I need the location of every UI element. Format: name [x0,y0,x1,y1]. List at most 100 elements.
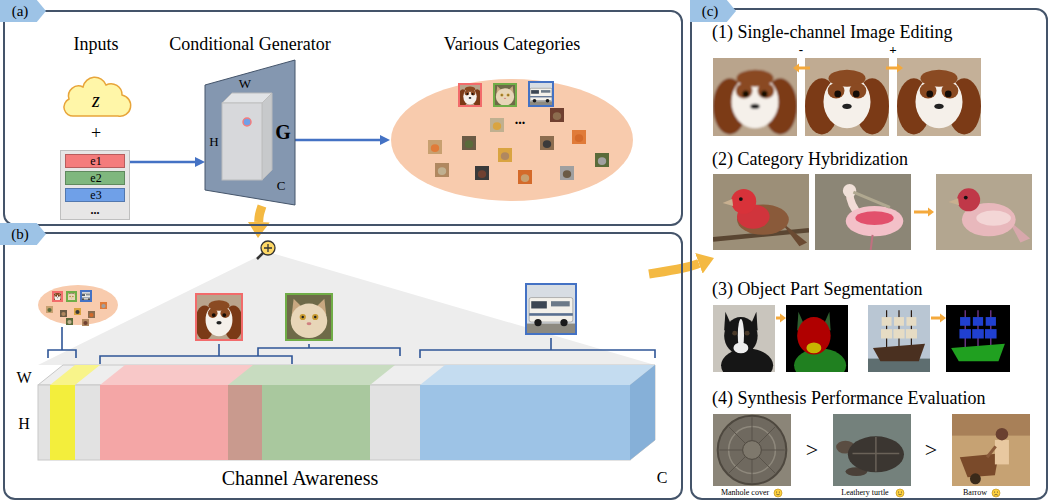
illustration-part [521,174,529,182]
illustration-part [996,428,1008,440]
channel-segment-top [420,365,655,385]
illustration-part [471,91,476,96]
illustration-part [71,297,72,299]
illustration-part [64,77,131,116]
illustration-part [718,416,787,485]
illustration-part [994,494,998,496]
illustration-part [60,310,67,317]
illustration-part [66,318,73,325]
illustration-part [428,140,442,154]
node-label: C [277,179,286,193]
illustration-part [490,118,504,132]
illustration-part [713,58,797,136]
illustration-part [88,298,90,300]
section-heading: (1) Single-channel Image Editing [712,23,952,43]
illustration-part [222,103,262,180]
photo [459,133,479,153]
photo [710,411,794,489]
illustration-part [80,290,92,302]
photo [192,290,246,344]
illustration-part [67,292,76,301]
illustration-part [815,174,911,250]
illustration-part [732,331,737,336]
illustration-part [960,454,999,478]
emoji-face [774,489,782,497]
illustration-part [81,291,91,301]
illustration-part [222,313,226,317]
illustration-part [525,283,577,335]
photo [547,105,567,125]
node-label: e1 [90,155,101,168]
illustration-part [530,96,552,97]
illustration-part [951,344,1005,361]
illustration-part [462,136,476,150]
illustration-part [759,457,776,474]
illustration-part [997,492,998,493]
illustration-part [243,118,251,126]
illustration-part [540,136,554,150]
channel-segment-top [228,365,395,385]
illustration-part [312,314,318,320]
illustration-part [560,166,574,180]
photo [525,78,557,110]
illustration-part [853,192,889,207]
illustration-part [493,83,517,107]
channel-segment [228,385,370,460]
illustration-part [507,93,510,96]
illustration-part [952,414,1030,486]
illustration-part [739,197,743,201]
illustration-part [743,441,762,460]
illustration-part [498,148,512,162]
illustration-part [391,79,633,201]
channel-segment-side [630,365,655,460]
illustration-part [494,84,516,106]
illustration-part [80,290,92,302]
illustration-part [291,304,327,339]
node-label: ... [91,204,100,217]
illustration-part [546,99,550,103]
bracket [420,338,655,358]
emoji-face [992,489,1000,497]
illustration-part [472,93,474,95]
node-label: W [239,77,251,91]
photo [282,290,336,344]
illustration-part [82,298,84,300]
illustration-part [575,134,583,142]
illustration-part [435,163,449,177]
illustration-part [906,329,917,338]
node-label: ... [515,112,526,127]
node-label: H [209,135,218,149]
illustration-part [985,329,997,338]
illustration-part [46,306,53,313]
illustration-part [302,316,304,318]
illustration-part [428,140,442,154]
illustration-part [285,293,333,341]
illustration-part [560,319,567,326]
illustration-part [901,492,902,493]
illustration-part [83,321,87,325]
illustration-part [75,310,79,314]
photo [592,150,612,170]
illustration-part [285,293,333,341]
illustration-part [934,104,943,109]
magnifier [261,241,275,255]
illustration-part [882,317,892,326]
illustration-part [314,316,316,318]
bracket [48,327,76,358]
embedding-box: e1 [65,154,125,168]
illustration-part [553,112,561,120]
photo [71,305,84,318]
illustration-part [550,108,564,122]
photo [425,137,445,157]
illustration-part [531,90,539,94]
illustration-part [986,317,996,326]
embedding-box: e2 [65,171,125,185]
text-label: + [91,124,101,144]
photo [802,55,892,139]
illustration-part [970,473,981,484]
illustration-part [66,291,77,302]
illustration-part [462,136,476,150]
text-label: - [797,43,805,57]
illustration-part [196,294,242,340]
illustration-part [66,318,73,325]
